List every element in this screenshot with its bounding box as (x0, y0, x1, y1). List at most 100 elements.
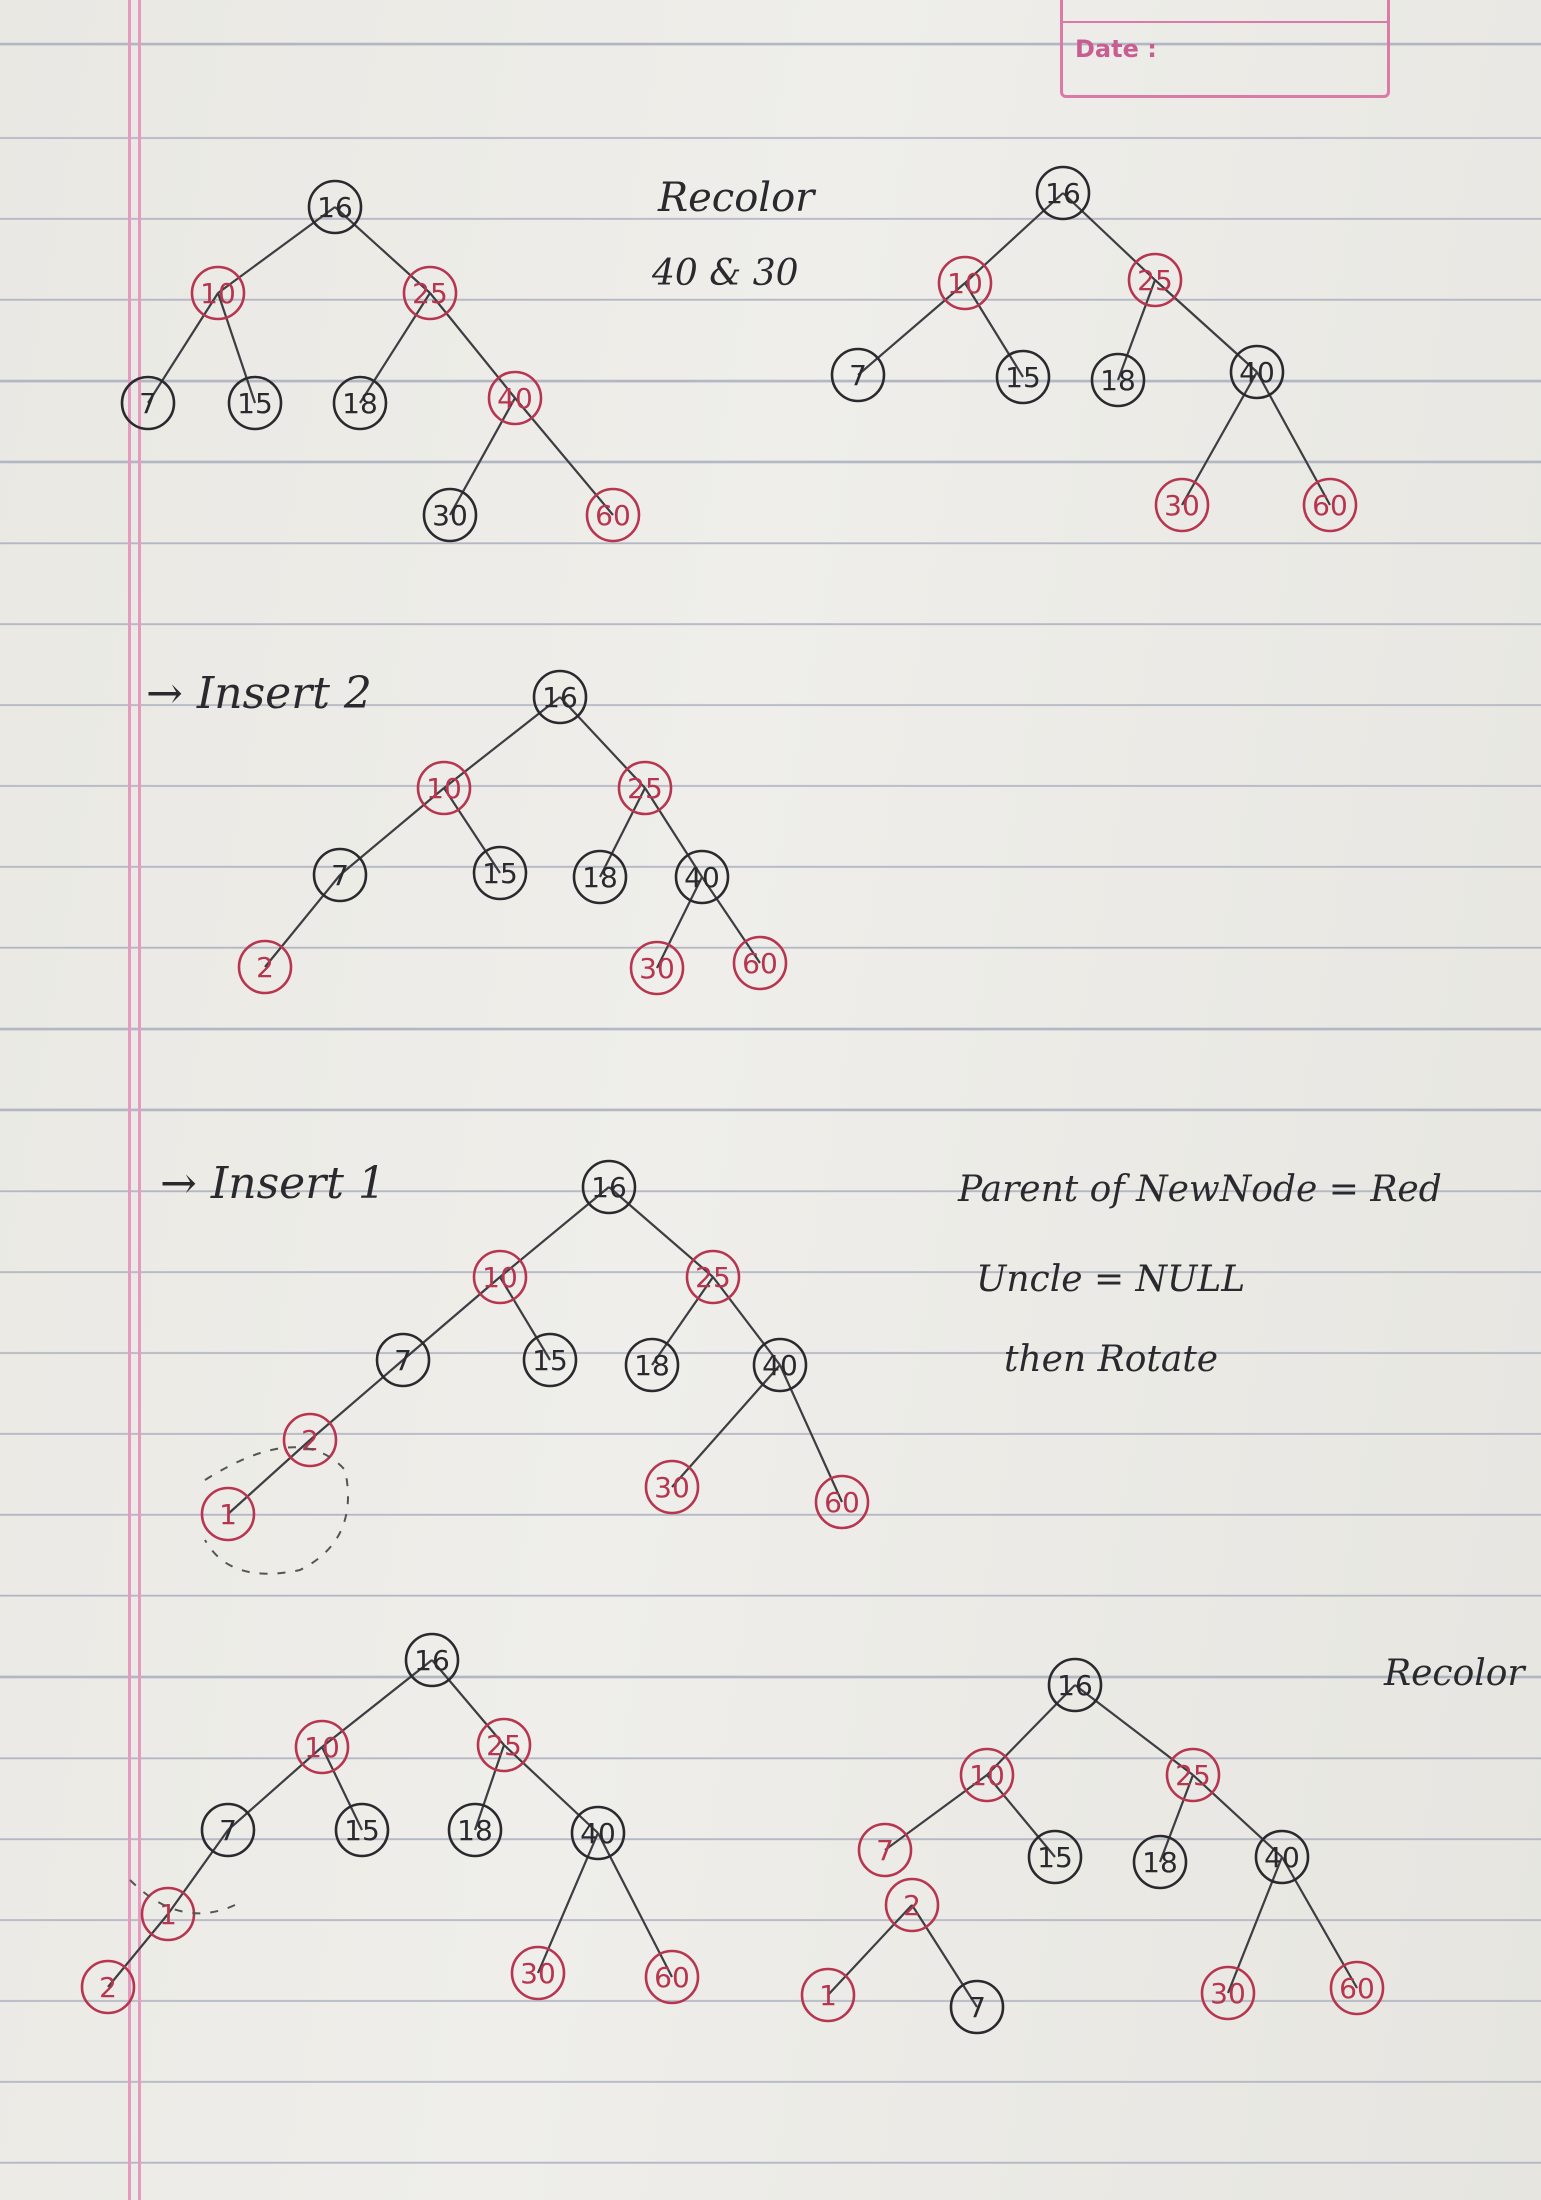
tree-edge (1192, 1774, 1283, 1858)
node-circle (334, 1802, 390, 1858)
node-circle (200, 1802, 256, 1858)
tree-edge (1181, 371, 1258, 506)
tree-edge (321, 1659, 433, 1748)
node-label: 60 (742, 947, 778, 980)
tree-node: 18 (447, 1802, 503, 1858)
tree-edge (321, 1746, 363, 1831)
tree-edge (1226, 1856, 1284, 1994)
node-circle (1127, 252, 1183, 308)
node-label: 18 (342, 387, 378, 420)
node-label: 1 (819, 1979, 837, 2012)
tree-node: 7 (949, 1979, 1005, 2035)
node-circle (80, 1959, 136, 2015)
node-circle (732, 935, 788, 991)
node-label: 16 (414, 1644, 450, 1677)
tree-edge (431, 1659, 505, 1746)
tree-node: 15 (472, 845, 528, 901)
node-circle (1254, 1829, 1310, 1885)
node-label: 60 (1339, 1972, 1375, 2005)
tree-node: 16 (307, 179, 363, 235)
node-circle (510, 1945, 566, 2001)
node-circle (307, 179, 363, 235)
tree-edge (339, 787, 445, 876)
tree-node: 18 (624, 1337, 680, 1393)
node-label: 30 (1210, 1977, 1246, 2010)
node-label: 18 (457, 1814, 493, 1847)
tree-node: 30 (629, 940, 685, 996)
node-circle (617, 760, 673, 816)
node-label: 30 (1164, 489, 1200, 522)
node-label: 7 (219, 1814, 237, 1847)
tree-node: 10 (190, 265, 246, 321)
tree-edge (217, 206, 336, 294)
node-label: 16 (317, 191, 353, 224)
node-label: 30 (654, 1471, 690, 1504)
note-recolor-nodes: 40 & 30 (652, 253, 799, 294)
tree-edge (309, 1359, 404, 1441)
node-label: 30 (520, 1957, 556, 1990)
node-label: 25 (486, 1729, 522, 1762)
tree-node: 30 (510, 1945, 566, 2001)
node-label: 7 (876, 1834, 894, 1867)
rotation-mark (204, 1446, 349, 1575)
tree-node: 15 (334, 1802, 390, 1858)
tree-edge (671, 1364, 781, 1488)
tree-edge (499, 1276, 551, 1361)
tree-node: 18 (1132, 1834, 1188, 1890)
tree-edge (884, 1774, 988, 1851)
node-label: 7 (968, 1991, 986, 2024)
node-circle (227, 375, 283, 431)
node-circle (1329, 1960, 1385, 2016)
tree-node: 10 (937, 255, 993, 311)
tree-edge (608, 1186, 714, 1278)
tree-edge (1281, 1856, 1358, 1989)
tree-edge (227, 1439, 311, 1515)
note-recolor-last: Recolor (1384, 1653, 1525, 1694)
node-circle (294, 1719, 350, 1775)
tree-edge (1158, 1774, 1195, 1863)
node-label: 16 (1045, 177, 1081, 210)
tree-node: 10 (959, 1747, 1015, 1803)
heading-insert-2: → Insert 2 (146, 668, 372, 719)
node-circle (1165, 1747, 1221, 1803)
node-label: 15 (1005, 361, 1041, 394)
tree-edge (473, 1744, 506, 1831)
tree-node: 25 (685, 1249, 741, 1305)
tree-edge (1116, 279, 1157, 381)
node-label: 30 (432, 499, 468, 532)
tree-node: 25 (1127, 252, 1183, 308)
node-circle (312, 847, 368, 903)
node-label: 15 (237, 387, 273, 420)
node-circle (674, 849, 730, 905)
tree-edge (503, 1744, 599, 1834)
node-label: 7 (394, 1344, 412, 1377)
node-circle (570, 1805, 626, 1861)
tree-edge (911, 1904, 978, 2008)
tree-edge (644, 787, 703, 878)
node-label: 10 (426, 772, 462, 805)
node-circle (332, 375, 388, 431)
node-label: 25 (1137, 264, 1173, 297)
tree-node: 15 (995, 349, 1051, 405)
node-label: 2 (301, 1424, 319, 1457)
node-label: 18 (634, 1349, 670, 1382)
node-circle (800, 1967, 856, 2023)
tree-edge (857, 282, 966, 376)
node-label: 2 (903, 1889, 921, 1922)
node-circle (522, 1332, 578, 1388)
tree-node: 25 (402, 265, 458, 321)
tree-edge (264, 874, 341, 968)
node-circle (1047, 1657, 1103, 1713)
heading-insert-1: → Insert 1 (160, 1158, 386, 1209)
tree-node: 7 (830, 347, 886, 403)
tree-node: 40 (1254, 1829, 1310, 1885)
node-label: 60 (824, 1486, 860, 1519)
node-label: 16 (591, 1171, 627, 1204)
tree-edge (599, 787, 646, 878)
node-label: 16 (1057, 1669, 1093, 1702)
note-parent-rule: Parent of NewNode = Red (958, 1169, 1442, 1210)
